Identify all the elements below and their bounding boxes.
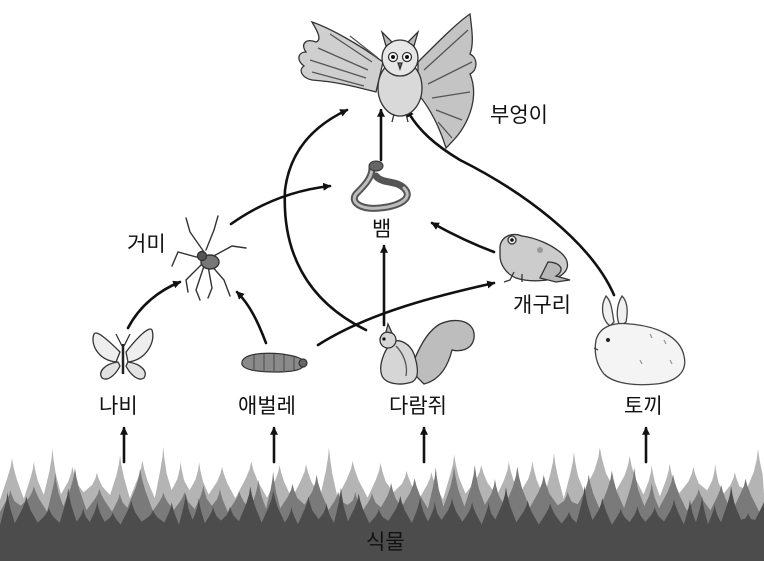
butterfly-illustration	[92, 328, 154, 380]
frog-illustration	[499, 233, 571, 283]
arrow-butterfly-to-spider	[126, 280, 182, 330]
label-plants: 식물	[366, 530, 405, 554]
caterpillar-segments	[253, 354, 295, 372]
snake-illustration	[350, 160, 411, 212]
label-owl: 부엉이	[490, 103, 548, 127]
butterfly-antennae	[115, 333, 131, 347]
spider-illustration	[171, 215, 247, 301]
label-spider: 거미	[127, 232, 166, 256]
butterfly-right-upper-wing	[125, 328, 154, 363]
owl-ear-tufts	[380, 29, 420, 48]
owl-right-wing-feathers	[423, 29, 473, 139]
squirrel-head	[379, 331, 397, 349]
spider-head	[196, 250, 208, 262]
snake-body-highlight	[352, 166, 409, 210]
owl-right-pupil	[405, 55, 409, 59]
squirrel-tail	[409, 319, 475, 385]
owl-head	[381, 39, 419, 77]
arrow-caterpillar-to-spider	[235, 290, 268, 345]
owl-beak	[397, 62, 403, 72]
butterfly-right-lower-wing	[125, 361, 146, 380]
caterpillar-illustration	[241, 352, 308, 373]
butterfly-left-upper-wing	[92, 332, 121, 363]
label-squirrel: 다람쥐	[389, 394, 447, 418]
label-frog: 개구리	[513, 293, 571, 317]
squirrel-eye	[382, 337, 386, 341]
squirrel-illustration	[379, 319, 475, 385]
owl-right-wing	[417, 12, 477, 150]
owl-left-wing-feathers	[309, 33, 379, 87]
frog-front-leg	[503, 271, 523, 283]
rabbit-illustration	[593, 294, 686, 386]
frog-spot	[537, 247, 543, 253]
frog-pupil	[510, 238, 514, 242]
rabbit-ears	[601, 294, 628, 327]
arrow-squirrel-to-owl	[283, 108, 368, 332]
label-caterpillar: 애벌레	[238, 394, 296, 418]
label-rabbit: 토끼	[624, 394, 663, 418]
rabbit-nose	[593, 347, 599, 351]
forest-illustration	[0, 446, 764, 561]
squirrel-ear	[385, 322, 394, 334]
arrow-rabbit-to-owl	[405, 108, 616, 297]
caterpillar-head	[298, 358, 308, 368]
caterpillar-body	[241, 352, 305, 373]
rabbit-eye	[606, 338, 610, 342]
arrow-frog-to-snake	[430, 221, 496, 254]
owl-left-pupil	[391, 55, 395, 59]
snake-head	[368, 160, 384, 172]
label-snake: 뱀	[372, 217, 391, 241]
forest-front-layer	[0, 485, 764, 561]
rabbit-fur	[639, 333, 673, 365]
label-butterfly: 나비	[99, 394, 138, 418]
owl-feet	[391, 113, 409, 123]
organism-labels: 부엉이 뱀 거미 개구리 나비 애벌레 다람쥐 토끼 식물	[99, 103, 663, 554]
butterfly-left-lower-wing	[100, 361, 121, 380]
owl-left-wing	[298, 20, 384, 93]
rabbit-body	[594, 322, 686, 386]
arrow-spider-to-snake	[229, 182, 332, 226]
spider-legs	[171, 215, 247, 301]
feeding-arrows	[120, 108, 650, 464]
squirrel-stripe	[395, 345, 408, 377]
squirrel-body	[380, 340, 419, 385]
arrow-caterpillar-to-frog	[316, 280, 496, 347]
owl-illustration	[298, 12, 477, 150]
frog-hind-leg	[539, 261, 571, 283]
